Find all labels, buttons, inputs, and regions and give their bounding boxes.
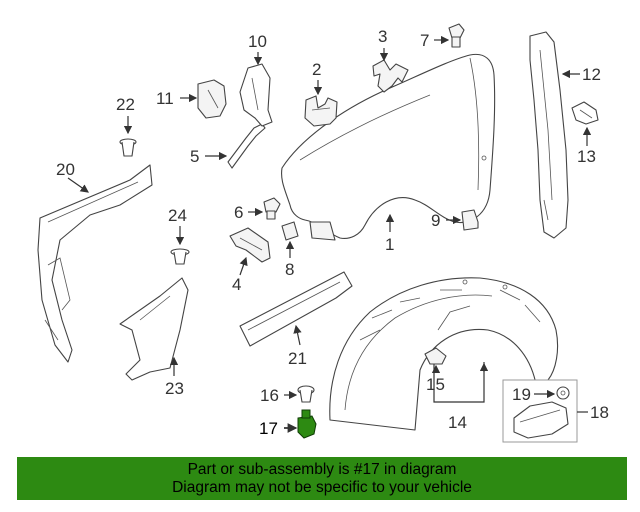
push-clip-22-part[interactable] — [119, 138, 137, 157]
callout-7: 7 — [420, 31, 429, 50]
callout-6: 6 — [234, 203, 243, 222]
callout-3: 3 — [378, 27, 387, 46]
wheelhouse-liner-14-part[interactable] — [329, 277, 559, 431]
apron-panel-20-part[interactable] — [37, 164, 153, 363]
footer-line-part-info: Part or sub-assembly is #17 in diagram — [187, 461, 457, 478]
bolt-6-part[interactable] — [263, 197, 281, 220]
callout-23: 23 — [165, 379, 184, 398]
callout-24: 24 — [168, 206, 187, 225]
bracket-10-part[interactable] — [239, 63, 273, 127]
clip-8-part[interactable] — [281, 221, 299, 241]
parts-diagram: 1 2 3 4 5 6 7 8 9 — [37, 23, 609, 443]
callout-16: 16 — [260, 386, 279, 405]
bracket-3-part[interactable] — [372, 59, 409, 93]
callout-5: 5 — [190, 147, 199, 166]
footer-line-disclaimer: Diagram may not be specific to your vehi… — [172, 479, 472, 496]
rod-5-part[interactable] — [227, 123, 266, 169]
block-11-part[interactable] — [197, 79, 227, 119]
callout-13: 13 — [577, 147, 596, 166]
splash-shield-23-part[interactable] — [119, 277, 189, 381]
flap-18-part[interactable] — [513, 401, 569, 439]
push-clip-24-part[interactable] — [170, 248, 190, 265]
clip-9-part[interactable] — [461, 209, 479, 231]
clip-15-part[interactable] — [424, 347, 447, 365]
callout-20: 20 — [56, 160, 75, 179]
panel-12-part[interactable] — [529, 31, 569, 239]
callout-11: 11 — [156, 89, 174, 108]
callout-1: 1 — [385, 235, 394, 254]
callout-17: 17 — [259, 419, 278, 438]
rail-21-part[interactable] — [239, 271, 353, 347]
callout-10: 10 — [248, 32, 267, 51]
push-pin-16-part[interactable] — [297, 385, 315, 403]
callout-2: 2 — [312, 60, 321, 79]
bracket-4-part[interactable] — [229, 227, 271, 263]
callout-12: 12 — [582, 65, 601, 84]
callout-18: 18 — [590, 403, 609, 422]
bolt-7-part[interactable] — [448, 23, 465, 48]
washer-19-part[interactable] — [556, 386, 570, 400]
callout-4: 4 — [232, 275, 241, 294]
diagram-note-banner: Part or sub-assembly is #17 in diagram D… — [17, 457, 627, 500]
callout-22: 22 — [116, 95, 135, 114]
callout-19: 19 — [512, 385, 531, 404]
callout-15: 15 — [426, 375, 445, 394]
callout-21: 21 — [288, 349, 307, 368]
callout-8: 8 — [285, 260, 294, 279]
piece-13-part[interactable] — [571, 101, 599, 125]
bracket-2-part[interactable] — [304, 95, 338, 127]
callout-9: 9 — [431, 211, 440, 230]
callout-14: 14 — [448, 413, 467, 432]
fastener-17-part-highlighted[interactable] — [297, 409, 317, 439]
